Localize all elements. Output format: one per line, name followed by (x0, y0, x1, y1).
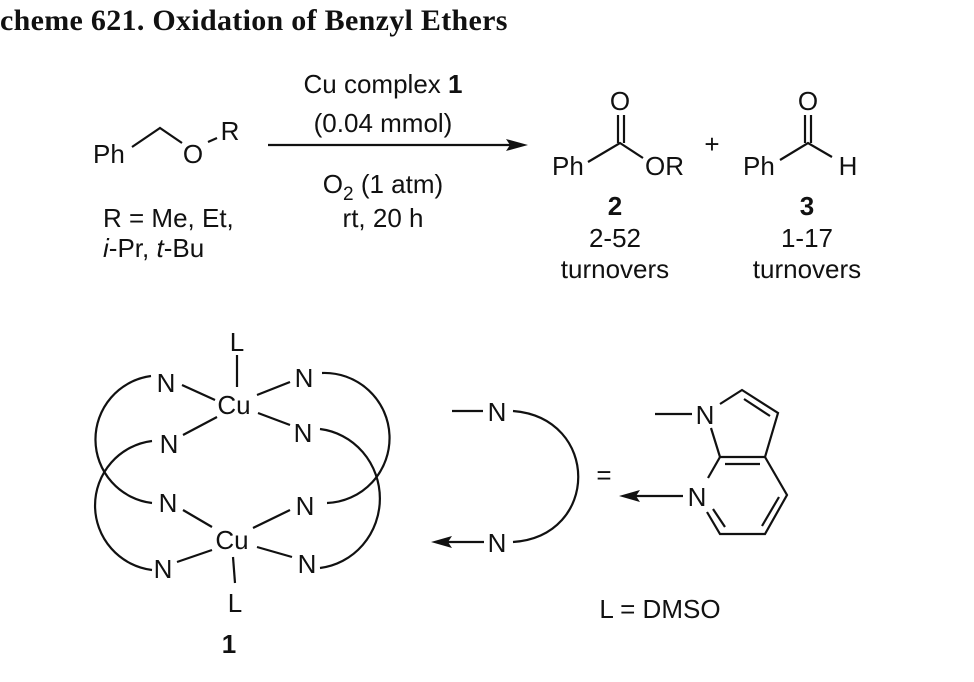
cu-atom-top: Cu (217, 390, 250, 420)
coordination-arrow-icon (431, 536, 452, 548)
reaction-arrow (268, 139, 528, 151)
product3-o: O (798, 86, 818, 116)
product-3-aldehyde: Ph O H 3 1-17 turnovers (743, 86, 861, 284)
n-atom: N (295, 363, 314, 393)
reactant-benzyl-ether: Ph O R R = Me, Et, i-Pr, t-Bu (93, 116, 239, 263)
equals-sign: = (596, 460, 611, 490)
product2-ph: Ph (552, 151, 584, 181)
cu-complex-1: L Cu N N N N Cu N N N N L 1 (93, 327, 391, 659)
scheme-title: cheme 621. Oxidation of Benzyl Ethers (0, 4, 508, 37)
product2-turnover-range: 2-52 (589, 223, 641, 253)
ligand-l-top: L (230, 327, 244, 357)
n-atom: N (296, 491, 315, 521)
n-atom: N (298, 549, 317, 579)
product2-number: 2 (608, 191, 622, 221)
coordination-arrow-icon (619, 490, 640, 502)
product3-bonds (779, 141, 833, 161)
product2-turnover-unit: turnovers (561, 254, 669, 284)
complex-number: 1 (222, 629, 236, 659)
product2-bonds (587, 141, 644, 163)
r-definition-line1: R = Me, Et, (103, 203, 234, 233)
product3-turnover-unit: turnovers (753, 254, 861, 284)
arrowhead-icon (506, 139, 528, 151)
ligand-l-bottom: L (228, 588, 242, 618)
ligand-arc (319, 427, 381, 570)
methyl-azaindole: N N (619, 388, 789, 536)
n-atom: N (159, 488, 178, 518)
product2-or: OR (645, 151, 684, 181)
product3-number: 3 (800, 191, 814, 221)
n-atom: N (157, 368, 176, 398)
ligand-arc (321, 371, 391, 505)
reactant-o: O (183, 139, 203, 169)
catalyst-amount: (0.04 mmol) (314, 108, 453, 138)
product3-ph: Ph (743, 151, 775, 181)
reactant-bonds (131, 126, 183, 148)
reactant-r: R (221, 116, 240, 146)
l-definition: L = DMSO (599, 594, 720, 624)
n-atom: N (294, 418, 313, 448)
ligand-schematic: N N (431, 397, 580, 558)
ligand-arc (94, 374, 153, 505)
oxidant-label: O2 (1 atm) (323, 169, 443, 205)
reactant-or-bond (207, 136, 218, 144)
temp-time-label: rt, 20 h (343, 203, 424, 233)
cu-atom-bottom: Cu (215, 525, 248, 555)
reactant-ph: Ph (93, 139, 125, 169)
n-atom: N (154, 554, 173, 584)
product3-h: H (839, 151, 858, 181)
ligand-arc (93, 439, 153, 572)
product2-o: O (610, 86, 630, 116)
n-atom: N (160, 429, 179, 459)
ligand-n-bottom: N (488, 528, 507, 558)
product-2-ester: Ph O OR 2 2-52 turnovers (552, 86, 684, 284)
r-definition-line2: i-Pr, t-Bu (103, 233, 204, 263)
product3-turnover-range: 1-17 (781, 223, 833, 253)
catalyst-label: Cu complex 1 (304, 69, 463, 99)
plus-sign: + (704, 129, 719, 159)
azaindole-n7: N (688, 482, 707, 512)
ligand-backbone-arc (512, 409, 580, 544)
azaindole-n1: N (696, 400, 715, 430)
ligand-n-top: N (488, 397, 507, 427)
